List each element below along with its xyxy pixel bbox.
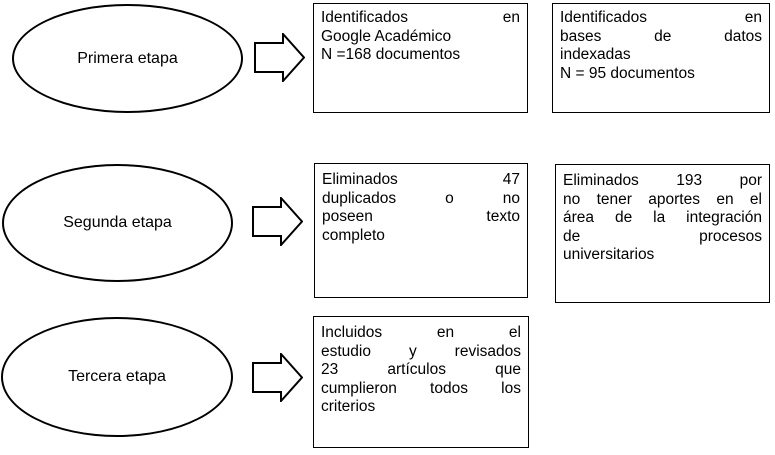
box-line: duplicados o no — [322, 189, 520, 207]
box-line: completo — [322, 226, 385, 244]
box-eliminados-sin-aportes: Eliminados 193 por no tener aportes en e… — [555, 164, 770, 303]
box-line: universitarios — [563, 246, 655, 263]
box-line: bases de datos — [560, 27, 762, 45]
box-line: de procesos — [563, 227, 762, 245]
stage-ellipse-segunda-etapa: Segunda etapa — [2, 164, 233, 282]
box-line: Eliminados 193 por — [563, 172, 762, 189]
box-line: 23 artículos que — [321, 361, 521, 378]
stage-label: Segunda etapa — [63, 214, 172, 231]
block-arrow-right-icon — [252, 197, 303, 246]
box-line: Eliminados 47 — [322, 171, 520, 188]
box-line: poseen texto — [322, 208, 520, 225]
box-line: Identificados en — [560, 9, 762, 26]
stage-label: Primera etapa — [77, 49, 178, 67]
box-line: estudio y revisados — [321, 342, 521, 360]
box-line: no tener aportes en el — [563, 190, 762, 208]
box-line: Incluidos en el — [321, 324, 521, 341]
box-line: área de la integración — [563, 209, 762, 226]
box-line: N =168 documentos — [321, 46, 461, 63]
block-arrow-right-icon — [252, 353, 303, 402]
box-line: cumplieron todos los — [321, 379, 521, 397]
box-line: Google Académico — [321, 27, 452, 45]
box-identificados-bases-indexadas: Identificados en bases de datos indexada… — [552, 3, 770, 113]
stage-ellipse-tercera-etapa: Tercera etapa — [1, 317, 233, 437]
block-arrow-right-icon — [254, 33, 305, 82]
box-line: criterios — [321, 398, 376, 415]
box-eliminados-duplicados: Eliminados 47 duplicados o no poseen tex… — [314, 163, 528, 298]
box-line: Identificados en — [321, 9, 520, 26]
box-line: N = 95 documentos — [560, 64, 695, 82]
box-identificados-google: Identificados en Google Académico N =168… — [313, 3, 528, 113]
stage-label: Tercera etapa — [68, 368, 166, 385]
box-incluidos-estudio: Incluidos en el estudio y revisados 23 a… — [313, 316, 529, 448]
stage-ellipse-primera-etapa: Primera etapa — [12, 4, 243, 113]
box-line: indexadas — [560, 46, 631, 63]
